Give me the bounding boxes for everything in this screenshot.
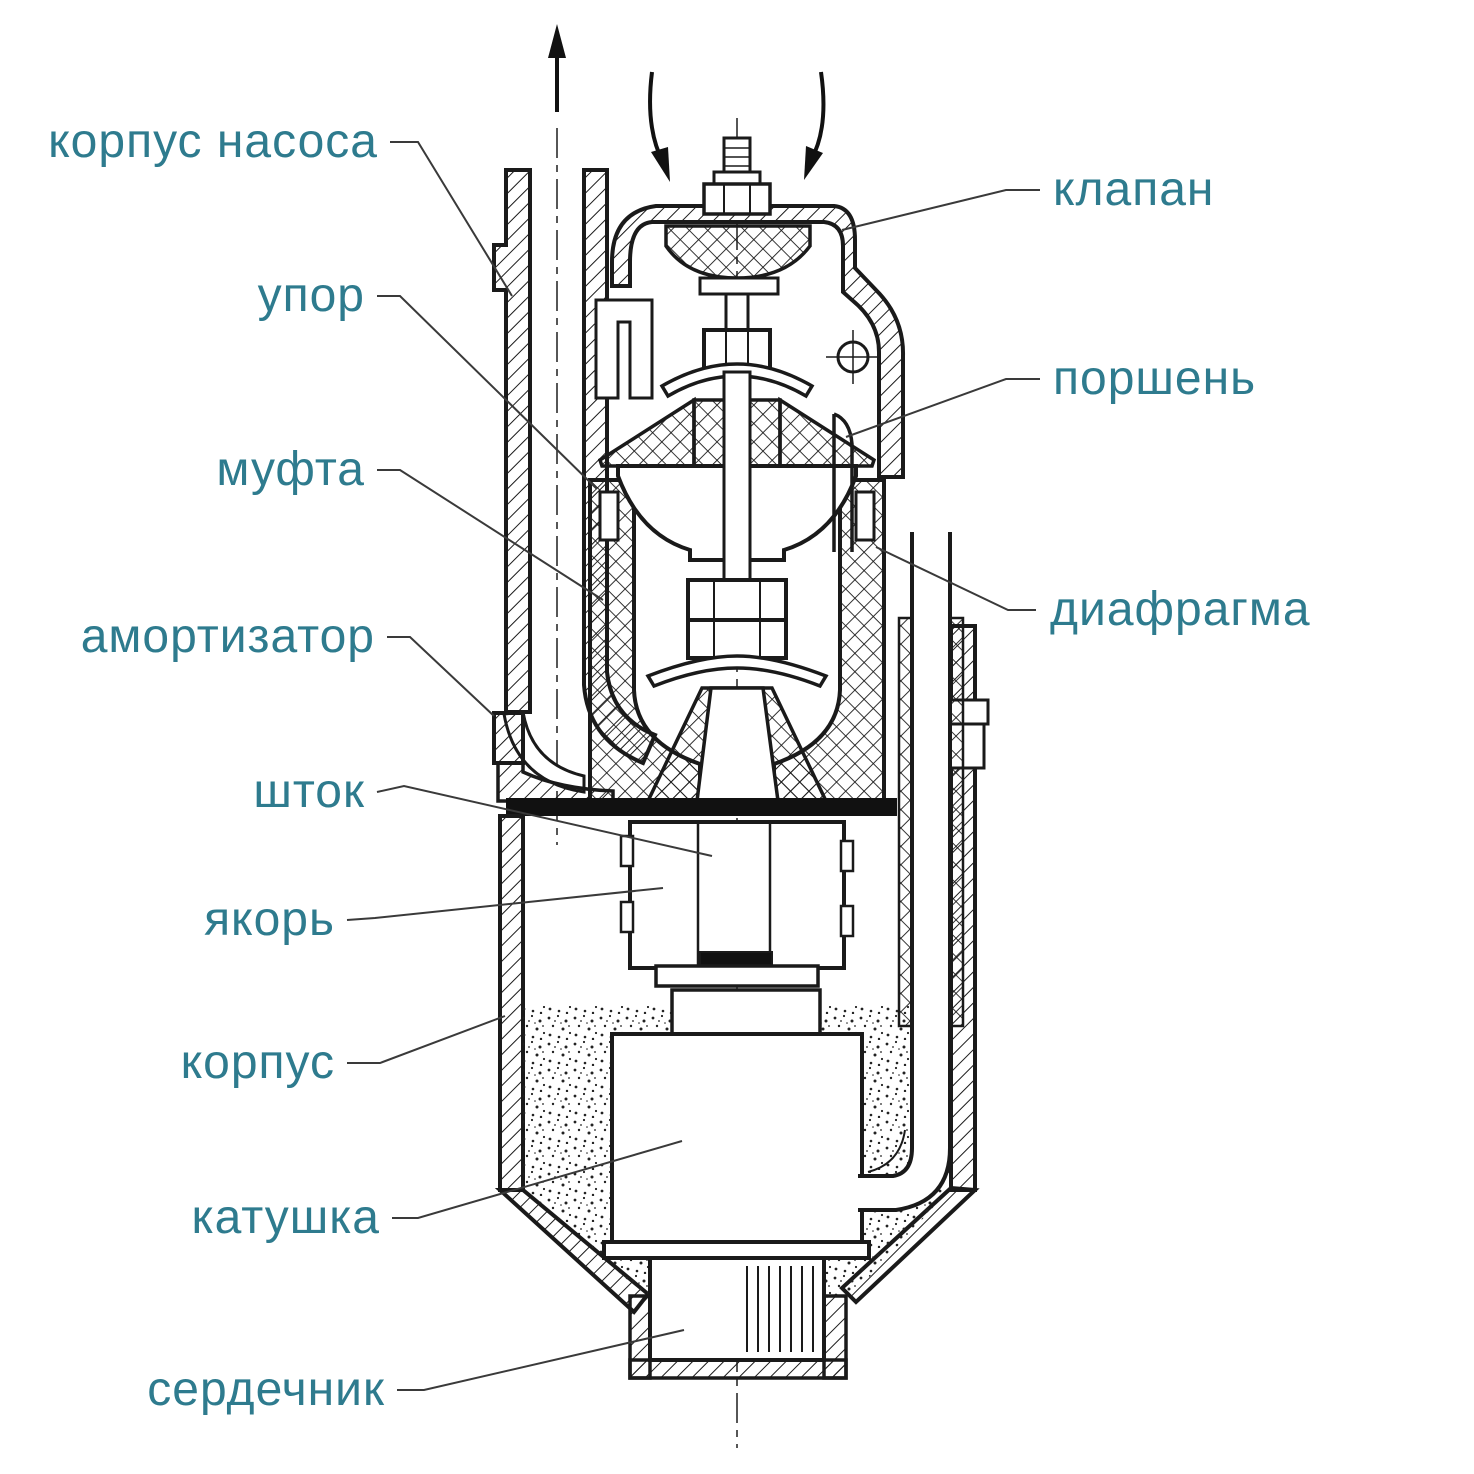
inlet-curved-arrows-icon <box>648 71 826 182</box>
shock-absorber-ring <box>492 711 525 765</box>
label-stop: упор <box>257 269 365 322</box>
coupling-nuts <box>645 578 829 689</box>
coil-and-core <box>602 988 871 1380</box>
valve-assembly <box>664 136 812 296</box>
label-valve: клапан <box>1053 163 1215 216</box>
armature-assembly <box>619 820 855 988</box>
label-coupling: муфта <box>216 443 365 496</box>
label-shock-absorber: амортизатор <box>80 610 375 663</box>
stop-clamp <box>594 298 654 400</box>
motor-top-plate <box>506 798 897 816</box>
piston-assembly <box>659 292 815 399</box>
label-rod: шток <box>253 765 365 818</box>
rod-upper <box>722 370 752 586</box>
label-coil: катушка <box>191 1191 380 1244</box>
leader-lines <box>346 141 1040 1391</box>
label-core: сердечник <box>147 1363 385 1416</box>
label-piston: поршень <box>1053 352 1257 405</box>
label-armature: якорь <box>204 893 335 946</box>
label-pump-housing: корпус насоса <box>48 115 378 168</box>
label-diaphragm: диафрагма <box>1050 583 1311 636</box>
lower-diaphragm-cone <box>645 686 829 803</box>
label-housing: корпус <box>180 1036 335 1089</box>
outlet-up-arrow-icon <box>548 24 566 112</box>
cable-tube <box>858 532 965 1212</box>
